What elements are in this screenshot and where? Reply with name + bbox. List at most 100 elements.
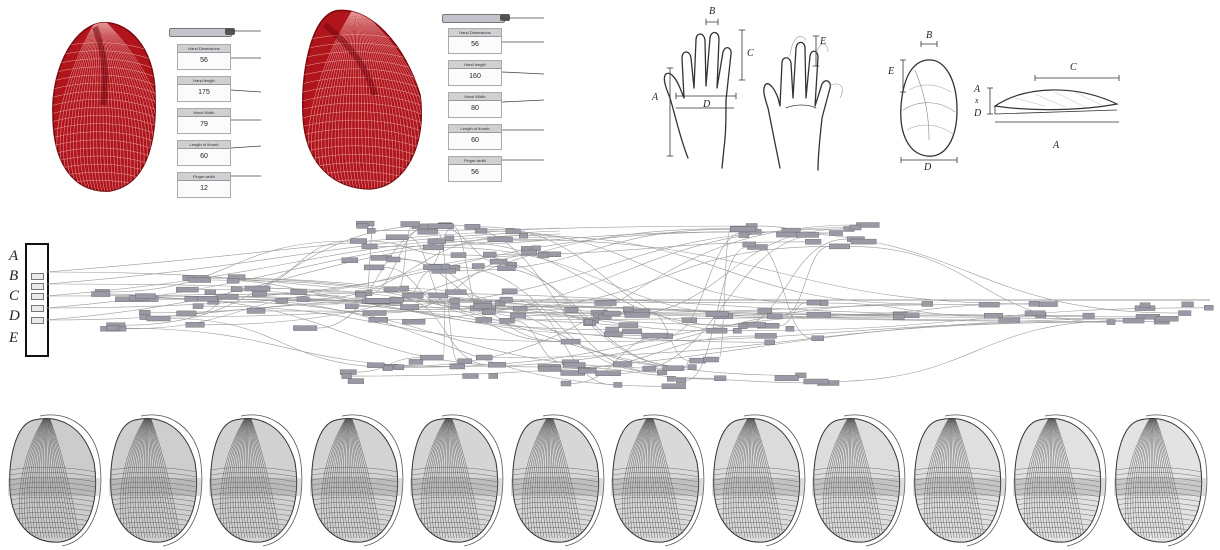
graph-node[interactable] (755, 333, 776, 338)
graph-node[interactable] (297, 297, 309, 302)
graph-node[interactable] (205, 290, 216, 295)
graph-node[interactable] (584, 320, 593, 325)
graph-node[interactable] (775, 376, 799, 381)
graph-node[interactable] (498, 266, 516, 271)
graph-node[interactable] (563, 363, 585, 368)
graph-node[interactable] (565, 307, 578, 312)
graph-node[interactable] (676, 378, 686, 383)
graph-node[interactable] (999, 318, 1020, 323)
graph-node[interactable] (363, 311, 386, 316)
graph-node[interactable] (805, 239, 821, 244)
graph-node[interactable] (1156, 316, 1178, 321)
graph-node[interactable] (482, 310, 495, 315)
graph-node[interactable] (366, 298, 391, 303)
graph-node[interactable] (642, 333, 668, 338)
graph-node[interactable] (185, 296, 198, 301)
graph-node[interactable] (510, 313, 525, 318)
graph-node[interactable] (383, 366, 393, 371)
graph-node[interactable] (500, 297, 513, 302)
graph-node[interactable] (1029, 301, 1039, 306)
graph-node[interactable] (342, 374, 352, 379)
graph-node[interactable] (595, 301, 616, 306)
graph-node[interactable] (458, 359, 472, 364)
graph-node[interactable] (663, 366, 684, 371)
graph-node[interactable] (390, 297, 404, 302)
graph-node[interactable] (502, 289, 517, 294)
graph-node[interactable] (386, 235, 408, 240)
graph-node[interactable] (342, 258, 358, 263)
graph-node[interactable] (193, 304, 203, 309)
graph-node[interactable] (804, 379, 829, 384)
graph-node[interactable] (1179, 311, 1192, 316)
graph-node[interactable] (707, 328, 728, 333)
graph-node[interactable] (1083, 313, 1095, 318)
graph-node[interactable] (829, 244, 850, 249)
graph-node[interactable] (369, 317, 388, 322)
graph-node[interactable] (394, 365, 404, 370)
graph-node[interactable] (812, 336, 824, 341)
graph-node[interactable] (488, 237, 513, 242)
graph-node[interactable] (364, 265, 384, 270)
graph-node[interactable] (476, 317, 492, 322)
graph-node[interactable] (643, 366, 656, 371)
graph-node[interactable] (688, 365, 697, 370)
graph-node[interactable] (423, 265, 441, 270)
graph-node[interactable] (147, 316, 171, 321)
graph-node[interactable] (348, 379, 364, 384)
graph-node[interactable] (357, 223, 368, 228)
graph-node[interactable] (400, 305, 418, 310)
graph-node[interactable] (367, 363, 384, 368)
graph-node[interactable] (561, 339, 580, 344)
graph-node[interactable] (1123, 318, 1144, 323)
graph-node[interactable] (796, 232, 818, 237)
graph-node[interactable] (387, 257, 401, 262)
graph-node[interactable] (539, 367, 561, 372)
graph-node[interactable] (489, 374, 498, 379)
graph-node[interactable] (400, 286, 409, 291)
graph-node[interactable] (1140, 303, 1150, 308)
graph-node[interactable] (743, 242, 756, 247)
graph-node[interactable] (682, 318, 697, 323)
graph-node[interactable] (739, 233, 749, 238)
graph-node[interactable] (619, 323, 638, 328)
graph-node[interactable] (513, 306, 527, 311)
graph-node[interactable] (1204, 305, 1213, 310)
graph-node[interactable] (402, 319, 425, 324)
graph-node[interactable] (418, 229, 438, 234)
graph-node[interactable] (829, 231, 842, 236)
graph-node[interactable] (604, 311, 621, 316)
graph-node[interactable] (476, 355, 492, 360)
graph-node[interactable] (245, 286, 270, 291)
graph-node[interactable] (979, 302, 999, 307)
graph-node[interactable] (176, 287, 198, 292)
graph-node[interactable] (362, 244, 378, 249)
graph-node[interactable] (739, 324, 748, 329)
graph-node[interactable] (765, 340, 775, 345)
graph-node[interactable] (474, 304, 492, 309)
graph-node[interactable] (450, 364, 465, 369)
graph-node[interactable] (367, 228, 375, 233)
graph-node[interactable] (579, 368, 597, 373)
graph-node[interactable] (851, 239, 876, 244)
graph-node[interactable] (1039, 302, 1058, 307)
graph-node[interactable] (445, 290, 466, 295)
graph-node[interactable] (231, 287, 242, 292)
graph-node[interactable] (107, 326, 119, 331)
graph-node[interactable] (483, 252, 496, 257)
graph-node[interactable] (135, 294, 155, 299)
graph-node[interactable] (345, 304, 358, 309)
graph-node[interactable] (429, 293, 448, 298)
graph-node[interactable] (189, 278, 211, 283)
graph-node[interactable] (186, 322, 205, 327)
graph-node[interactable] (217, 294, 239, 299)
graph-node[interactable] (500, 318, 515, 323)
graph-node[interactable] (730, 227, 755, 232)
graph-node[interactable] (401, 222, 420, 227)
graph-node[interactable] (227, 278, 239, 283)
graph-node[interactable] (622, 329, 641, 334)
graph-node[interactable] (614, 382, 622, 387)
graph-node[interactable] (350, 239, 366, 244)
graph-node[interactable] (291, 290, 307, 295)
graph-node[interactable] (293, 326, 317, 331)
graph-node[interactable] (613, 362, 632, 367)
